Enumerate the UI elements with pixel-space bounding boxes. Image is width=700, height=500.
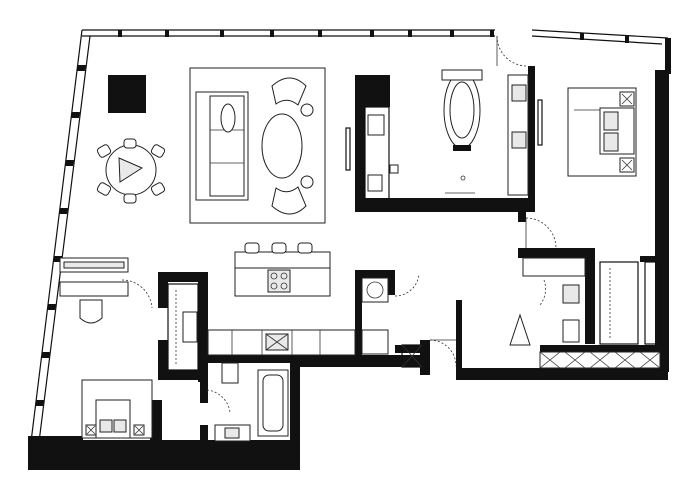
- bottom-wall-left: [28, 440, 298, 470]
- coffee-table: [261, 113, 303, 179]
- entry-wall: [456, 300, 462, 378]
- closet-3: [644, 261, 661, 345]
- left-window-wall: [29, 29, 91, 451]
- closet-bottom-wall: [158, 370, 208, 380]
- cooktop: [267, 269, 291, 293]
- fixture: [389, 164, 399, 174]
- kitchen-bottom-wall: [290, 355, 425, 367]
- bath-column: [355, 75, 390, 107]
- vanity-basin: [511, 131, 527, 149]
- right-wall: [655, 70, 669, 372]
- laundry-counter: [522, 257, 586, 277]
- vanity-basin: [511, 84, 527, 102]
- powder-right-wall: [388, 270, 395, 295]
- powder-left-wall: [355, 270, 362, 355]
- left-mullions: [35, 65, 86, 406]
- bath2-wall-lower: [200, 425, 208, 443]
- interior-walls: [150, 66, 668, 445]
- closet-wall: [395, 345, 423, 353]
- window-mullions: [118, 30, 629, 43]
- door-laundry: [539, 279, 546, 306]
- doors: [121, 35, 557, 413]
- laundry-bottom-wall: [540, 345, 668, 353]
- door-bath-entry: [496, 35, 528, 67]
- armchair-top: [271, 77, 314, 117]
- bedroom2-desk: [59, 281, 129, 297]
- bath3-toilet: [562, 319, 580, 343]
- second-bath: [214, 362, 289, 442]
- vanity-sink: [367, 114, 385, 136]
- bottom-wall-right: [456, 368, 668, 380]
- closet-left-lower: [158, 340, 168, 380]
- door-bath2: [206, 389, 231, 413]
- bedroom2-right-wall: [150, 400, 162, 445]
- closet-x: [401, 344, 423, 368]
- top-right-window-wall: [531, 29, 669, 45]
- bath3-sink: [562, 284, 580, 304]
- closet-top-wall: [158, 272, 208, 282]
- bedroom-wall-stub: [518, 212, 526, 222]
- kitchen: [207, 242, 356, 356]
- exterior-walls: [28, 29, 671, 470]
- door-entry: [429, 339, 457, 367]
- closet-right-wall: [198, 272, 208, 382]
- second-bedroom: [59, 257, 153, 439]
- sofa: [195, 91, 249, 201]
- bar-stool: [271, 242, 287, 254]
- closet-2: [167, 283, 199, 371]
- bath2-toilet: [221, 362, 239, 384]
- bottom-wall-corner: [28, 436, 83, 444]
- door-powder: [394, 273, 420, 297]
- toilet: [367, 174, 383, 192]
- right-wall-top: [665, 38, 671, 74]
- desk-chair: [79, 299, 103, 324]
- master-bath: [345, 69, 543, 196]
- door-closet-bifold: [509, 313, 531, 346]
- door-bedroom2-closet: [121, 279, 153, 309]
- mirror: [537, 99, 543, 146]
- walk-in-closet: [599, 261, 639, 345]
- column: [108, 75, 146, 113]
- master-bedroom: [567, 87, 637, 177]
- laundry-right-wall: [585, 248, 595, 344]
- powder-top-wall: [355, 270, 395, 278]
- top-window-wall: [82, 29, 495, 37]
- bar-stool: [297, 242, 313, 254]
- closet-left-wall: [158, 272, 168, 308]
- tub-deck: [441, 69, 483, 81]
- kitchen-island-top: [234, 251, 331, 269]
- bath-outer-wall: [290, 355, 300, 470]
- laundry-top-wall: [518, 248, 588, 258]
- bath-right-wall: [528, 66, 535, 212]
- service-rooms: [361, 257, 661, 369]
- living-dining-room: [96, 67, 326, 224]
- stub-wall: [420, 340, 430, 375]
- door-master-bedroom: [525, 217, 557, 249]
- closet-shelf: [182, 311, 198, 343]
- bath-left-wall: [355, 75, 365, 210]
- armchair-bottom: [271, 175, 314, 215]
- bar-stool: [244, 242, 260, 254]
- closets: [167, 261, 661, 371]
- bath2-top-wall: [200, 355, 300, 363]
- bath-inner-partition: [364, 106, 390, 200]
- closet-right-top: [640, 256, 668, 262]
- dining-table: [96, 138, 166, 204]
- powder-vanity: [361, 329, 389, 355]
- bath-bottom-wall: [355, 198, 535, 212]
- mirror: [345, 127, 351, 171]
- bath2-wall: [200, 378, 208, 403]
